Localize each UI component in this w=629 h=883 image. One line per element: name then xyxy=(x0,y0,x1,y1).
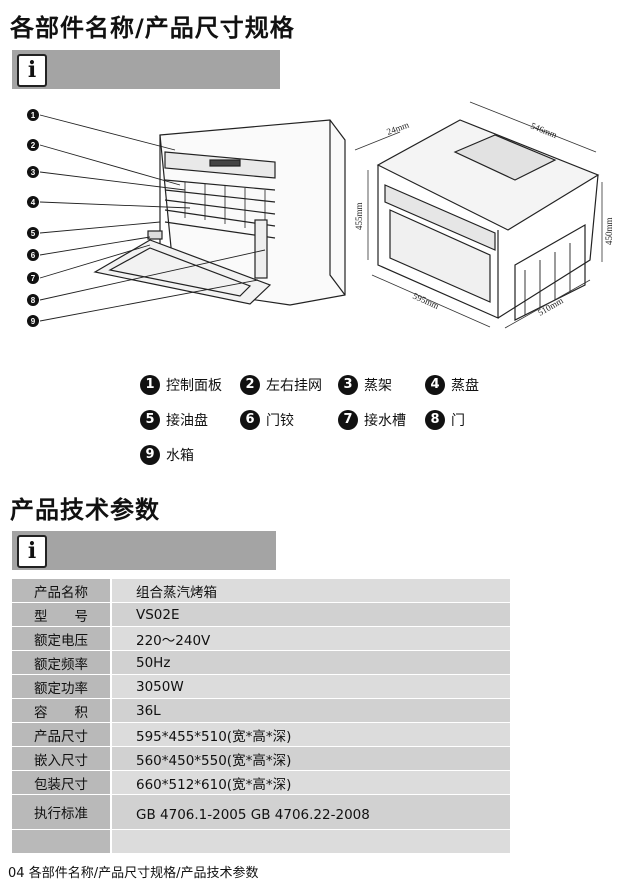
svg-text:4: 4 xyxy=(31,198,36,207)
info-bar: i xyxy=(12,531,276,570)
svg-text:5: 5 xyxy=(31,229,36,238)
callout-9 xyxy=(27,315,39,327)
page-number: 04 xyxy=(8,866,25,881)
dim-450: 450mm xyxy=(604,217,614,245)
svg-text:7: 7 xyxy=(31,274,36,283)
callout-3 xyxy=(27,166,39,178)
svg-text:1: 1 xyxy=(31,111,36,120)
page-footer: 04 各部件名称/产品尺寸规格/产品技术参数 xyxy=(8,862,258,881)
dim-24: 24mm xyxy=(385,120,410,137)
info-bar: i xyxy=(12,50,280,89)
info-icon: i xyxy=(17,54,47,87)
dim-455: 455mm xyxy=(354,202,364,230)
callout-4 xyxy=(27,196,39,208)
callout-1 xyxy=(27,109,39,121)
svg-text:2: 2 xyxy=(31,141,36,150)
svg-text:3: 3 xyxy=(31,168,36,177)
callout-5 xyxy=(27,227,39,239)
section-title-parts: 各部件名称/产品尺寸规格 xyxy=(10,14,295,42)
callout-6 xyxy=(27,249,39,261)
callout-7 xyxy=(27,272,39,284)
callout-8 xyxy=(27,294,39,306)
svg-text:9: 9 xyxy=(31,317,36,326)
oven-parts-diagram: 1 2 3 4 5 6 7 8 9 546mm 24mm 455mm 450mm… xyxy=(27,101,614,329)
dim-595: 595mm xyxy=(411,291,440,311)
info-icon: i xyxy=(17,535,47,568)
footer-text: 各部件名称/产品尺寸规格/产品技术参数 xyxy=(28,866,259,881)
table-row: 产品名称组合蒸汽烤箱 xyxy=(12,579,510,603)
callout-2 xyxy=(27,139,39,151)
table-row xyxy=(12,829,510,854)
dim-546: 546mm xyxy=(529,121,558,141)
section-title-specs: 产品技术参数 xyxy=(10,496,160,524)
svg-text:8: 8 xyxy=(31,296,36,305)
svg-text:6: 6 xyxy=(31,251,36,260)
